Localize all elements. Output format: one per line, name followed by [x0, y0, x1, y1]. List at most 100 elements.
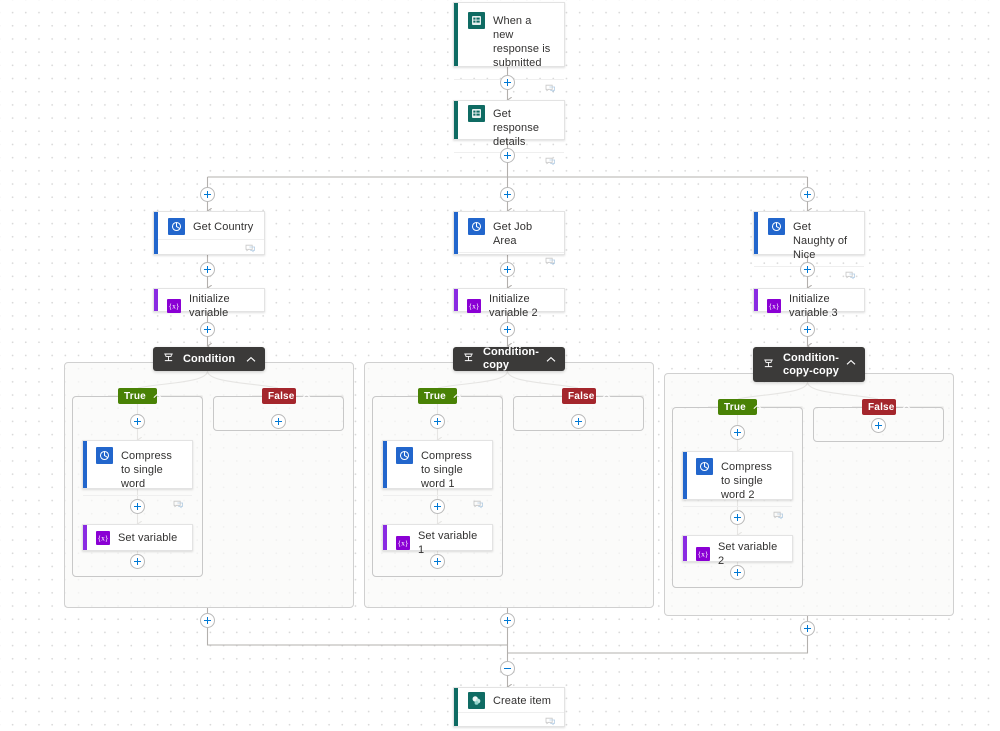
branch-label-true-1[interactable]: True [118, 388, 162, 404]
chevron-up-icon[interactable] [902, 402, 911, 413]
node-body: Get Country [154, 212, 264, 239]
node-body: {x} Initialize variable 3 [754, 289, 864, 323]
add-step-button-after-get-naughty[interactable] [800, 262, 815, 277]
chevron-up-icon[interactable] [546, 350, 556, 368]
node-title: Get response details [493, 108, 540, 148]
comment-icon[interactable] [545, 80, 556, 98]
node-title: Get Naughty of Nice [793, 221, 848, 261]
add-step-button-after-get-response[interactable] [500, 148, 515, 163]
forms-icon [468, 105, 485, 122]
node-get-country[interactable]: Get Country [153, 211, 265, 255]
branch-label-false-3[interactable]: False [862, 399, 911, 415]
add-step-button-after-compress-2[interactable] [730, 510, 745, 525]
add-step-button-after-set-variable-2[interactable] [730, 565, 745, 580]
add-step-button-true-1[interactable] [130, 414, 145, 429]
node-accent-bar [383, 441, 387, 488]
add-step-button-after-set-variable-1[interactable] [430, 554, 445, 569]
add-step-button-after-condition-3[interactable] [800, 621, 815, 636]
branch-label-false-2[interactable]: False [562, 388, 611, 404]
condition-header-1[interactable]: Condition [153, 347, 265, 371]
condition-title: Condition [183, 352, 236, 365]
node-get-naughty-of-nice[interactable]: Get Naughty of Nice [753, 211, 865, 279]
node-initialize-variable-2[interactable]: {x} Initialize variable 2 [453, 288, 565, 319]
variable-icon: {x} [396, 536, 410, 550]
node-set-variable-1[interactable]: {x} Set variable 1 [382, 524, 493, 556]
add-step-button-after-set-variable[interactable] [130, 554, 145, 569]
add-step-button-after-trigger[interactable] [500, 75, 515, 90]
add-step-button-after-initialize-variable-3[interactable] [800, 322, 815, 337]
node-compress-to-single-word[interactable]: Compress to single word [82, 440, 193, 508]
add-step-button-after-compress[interactable] [130, 499, 145, 514]
add-step-button-after-compress-1[interactable] [430, 499, 445, 514]
node-accent-bar [454, 212, 458, 254]
chevron-up-icon[interactable] [453, 391, 462, 402]
node-set-variable-2[interactable]: {x} Set variable 2 [682, 535, 793, 567]
add-step-button-true-2[interactable] [430, 414, 445, 429]
chevron-up-icon[interactable] [246, 350, 256, 368]
add-step-button-after-initialize-variable[interactable] [200, 322, 215, 337]
node-compress-to-single-word-2[interactable]: Compress to single word 2 [682, 451, 793, 519]
node-body: {x} Set variable 2 [683, 536, 792, 572]
node-accent-bar [83, 525, 87, 550]
comment-icon[interactable] [473, 496, 484, 514]
node-accent-bar [154, 289, 158, 311]
node-accent-bar [454, 289, 458, 311]
node-body: Compress to single word [83, 441, 192, 495]
branch-label-true-3[interactable]: True [718, 399, 762, 415]
add-step-button-true-3[interactable] [730, 425, 745, 440]
node-accent-bar [154, 212, 158, 254]
add-step-button-after-condition-1[interactable] [200, 613, 215, 628]
node-get-response-details[interactable]: Get response details [453, 100, 565, 165]
comment-icon[interactable] [545, 153, 556, 171]
node-get-job-area[interactable]: Get Job Area [453, 211, 565, 265]
node-title: Initialize variable 2 [489, 293, 538, 319]
openai-icon [96, 447, 113, 464]
node-create-item[interactable]: Create item [453, 687, 565, 727]
node-when-a-new-response-is-submitted[interactable]: When a new response is submitted [453, 2, 565, 92]
node-body: Get Job Area [454, 212, 564, 252]
openai-icon [168, 218, 185, 235]
branch-label-text: False [568, 390, 595, 402]
add-step-button-branch-2-top[interactable] [500, 187, 515, 202]
chevron-up-icon[interactable] [302, 391, 311, 402]
node-initialize-variable-3[interactable]: {x} Initialize variable 3 [753, 288, 865, 319]
chevron-up-icon[interactable] [753, 402, 762, 413]
node-body: Compress to single word 1 [383, 441, 492, 495]
svg-text:{x}: {x} [769, 302, 779, 311]
comment-icon[interactable] [245, 240, 256, 258]
svg-text:{x}: {x} [469, 302, 479, 311]
chevron-up-icon[interactable] [846, 353, 856, 371]
add-step-button-branch-3-top[interactable] [800, 187, 815, 202]
comment-icon[interactable] [773, 507, 784, 525]
node-footer [383, 495, 492, 513]
node-accent-bar [454, 3, 458, 66]
add-step-button-before-create-item[interactable] [500, 661, 515, 676]
chevron-up-icon[interactable] [153, 391, 162, 402]
condition-header-2[interactable]: Condition-copy [453, 346, 565, 371]
condition-header-3[interactable]: Condition-copy-copy [753, 347, 865, 382]
add-step-button-after-condition-2[interactable] [500, 613, 515, 628]
node-initialize-variable[interactable]: {x} Initialize variable [153, 288, 265, 319]
add-step-button-after-get-country[interactable] [200, 262, 215, 277]
comment-icon[interactable] [545, 713, 556, 731]
comment-icon[interactable] [173, 496, 184, 514]
add-step-button-false-3[interactable] [871, 418, 886, 433]
add-step-button-branch-1-top[interactable] [200, 187, 215, 202]
branch-label-true-2[interactable]: True [418, 388, 462, 404]
add-step-button-after-get-job-area[interactable] [500, 262, 515, 277]
branch-label-false-1[interactable]: False [262, 388, 311, 404]
svg-text:{x}: {x} [698, 550, 708, 559]
add-step-button-false-1[interactable] [271, 414, 286, 429]
node-body: Get Naughty of Nice [754, 212, 864, 266]
node-title: Compress to single word 1 [421, 450, 472, 490]
comment-icon[interactable] [845, 267, 856, 285]
node-compress-to-single-word-1[interactable]: Compress to single word 1 [382, 440, 493, 508]
chevron-up-icon[interactable] [602, 391, 611, 402]
node-footer [454, 712, 564, 730]
comment-icon[interactable] [545, 253, 556, 271]
node-set-variable[interactable]: {x} Set variable [82, 524, 193, 551]
add-step-button-after-initialize-variable-2[interactable] [500, 322, 515, 337]
add-step-button-false-2[interactable] [571, 414, 586, 429]
node-title: Set variable 2 [718, 541, 778, 567]
